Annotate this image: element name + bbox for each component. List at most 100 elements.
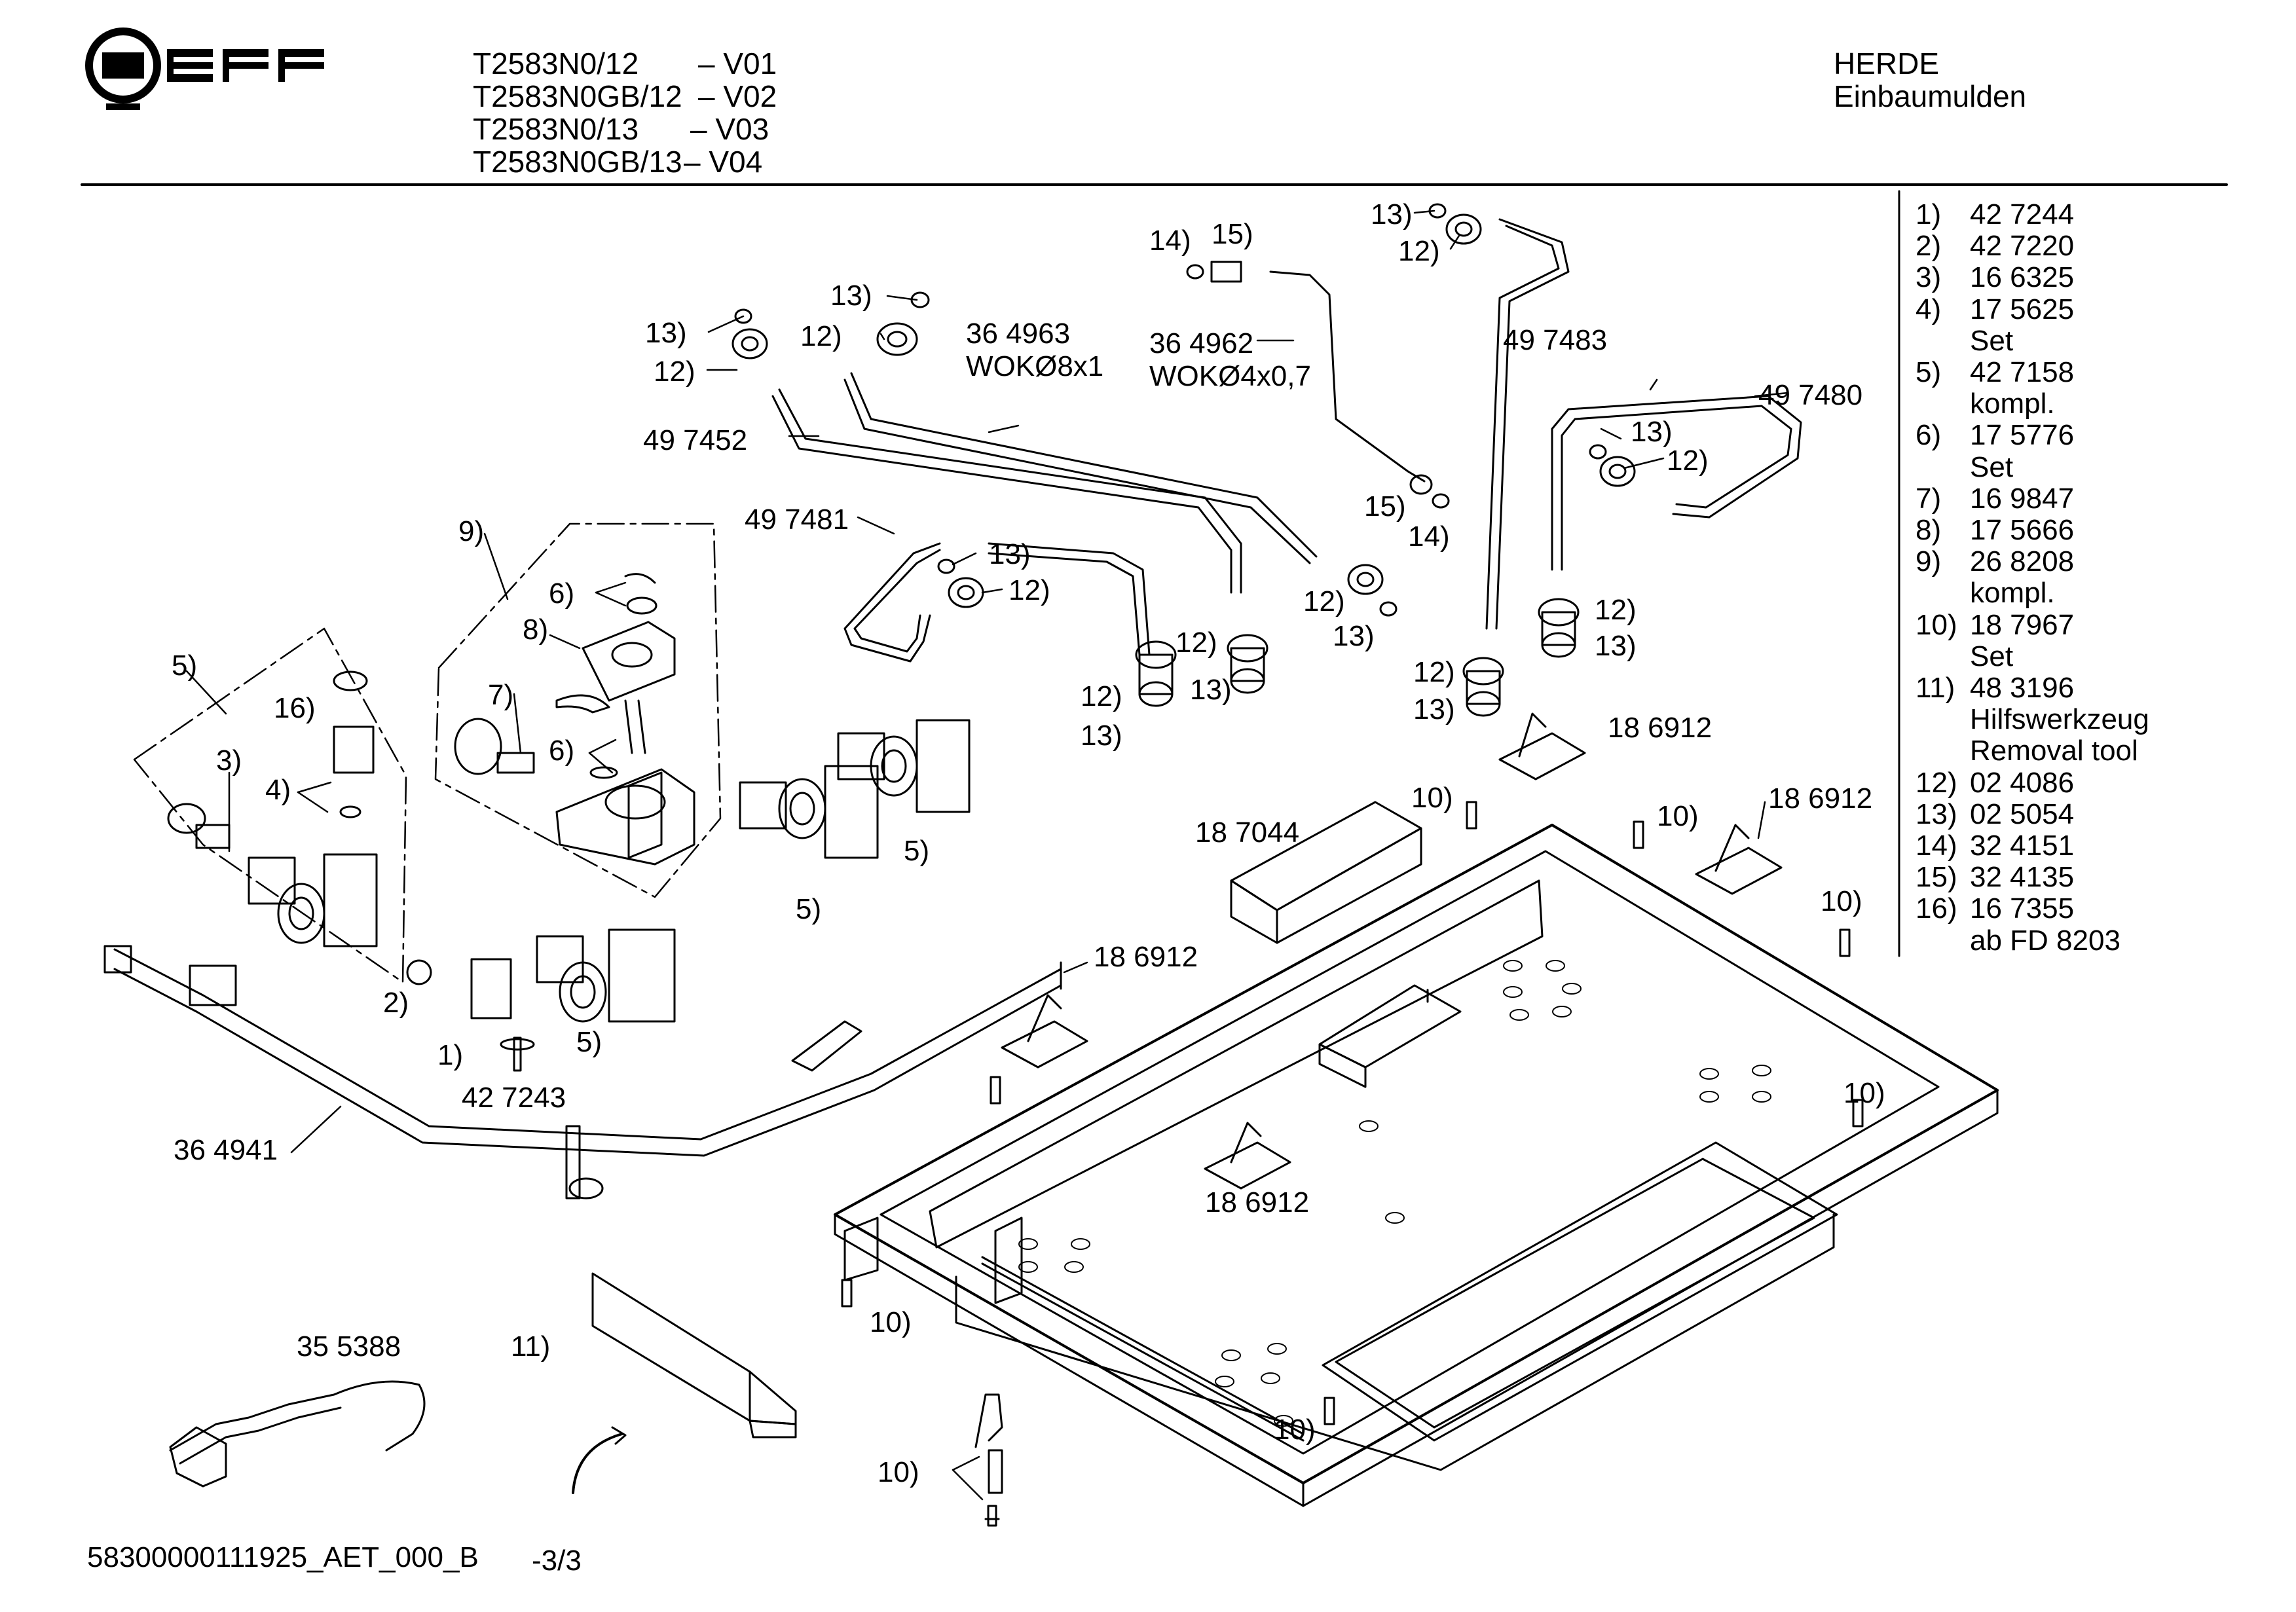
callout-12: 12) [1081, 680, 1122, 712]
part-364963: 36 4963 [966, 318, 1071, 350]
callout-5: 5) [172, 650, 198, 682]
part-497483: 49 7483 [1503, 324, 1608, 356]
bracket-186912 [1001, 712, 1783, 1190]
part-497480: 49 7480 [1758, 379, 1863, 411]
legend-part-number: Set [1970, 325, 2014, 357]
callout-13: 13) [830, 280, 872, 312]
part-186912: 18 6912 [1094, 941, 1198, 973]
removal-tool [572, 1272, 797, 1494]
callout-10: 10) [1821, 885, 1862, 917]
legend-item-number: 16) [1916, 892, 1957, 925]
legend-item-number: 13) [1916, 798, 1957, 830]
legend-item-number: 5) [1916, 356, 1942, 388]
callout-12: 12) [654, 356, 695, 388]
callout-12: 12) [800, 320, 842, 352]
legend-part-number: Removal tool [1970, 735, 2138, 767]
legend-item-number: 14) [1916, 830, 1957, 862]
callout-1: 1) [437, 1039, 464, 1071]
part-364962: 36 4962 [1149, 327, 1254, 359]
legend-part-number: 42 7158 [1970, 356, 2075, 388]
category-title: HERDE [1834, 46, 1940, 81]
callout-10: 10) [1411, 782, 1453, 814]
neff-logo [85, 27, 324, 110]
variant-line-4: – V04 [684, 145, 763, 179]
callout-13: 13) [1333, 620, 1375, 652]
callout-7: 7) [488, 679, 514, 711]
callout-10: 10) [1274, 1414, 1316, 1446]
callout-12: 12) [1176, 627, 1217, 659]
callout-14: 14) [1149, 225, 1191, 257]
callout-13: 13) [1190, 674, 1232, 706]
callout-12: 12) [1595, 594, 1637, 626]
legend-part-number: 32 4135 [1970, 861, 2075, 893]
variant-line-2: – V02 [698, 79, 777, 113]
part-364941: 36 4941 [174, 1134, 278, 1166]
legend-part-number: 16 9847 [1970, 483, 2075, 515]
gas-rail [103, 945, 1062, 1200]
legend-part-number: 17 5625 [1970, 293, 2075, 325]
callout-15: 15) [1212, 218, 1253, 250]
legend-part-number: 42 7244 [1970, 198, 2075, 230]
legend-part-number: 26 8208 [1970, 545, 2075, 577]
callout-10: 10) [878, 1456, 919, 1488]
label-wok-4x07: WOKØ4x0,7 [1149, 360, 1311, 392]
part-187044: 18 7044 [1195, 816, 1300, 849]
callout-12: 12) [1398, 235, 1440, 267]
legend-item-number: 15) [1916, 861, 1957, 893]
legend-part-number: 42 7220 [1970, 230, 2075, 262]
legend-part-number: kompl. [1970, 577, 2055, 609]
callout-8: 8) [523, 614, 549, 646]
part-355388: 35 5388 [297, 1330, 401, 1363]
callout-6: 6) [549, 735, 575, 767]
legend-part-number: 18 7967 [1970, 609, 2075, 641]
callout-13: 13) [1595, 630, 1637, 662]
governor-parts [454, 573, 695, 866]
legend-part-number: 17 5776 [1970, 419, 2075, 451]
callout-13: 13) [989, 538, 1031, 570]
nozzles-and-nuts [731, 203, 1636, 717]
callout-5: 5) [904, 835, 930, 867]
burner-valve-assembly [167, 670, 971, 1072]
legend-part-number: 16 6325 [1970, 261, 2075, 293]
legend-item-number: 7) [1916, 483, 1942, 515]
legend-part-number: 16 7355 [1970, 892, 2075, 925]
part-427243: 42 7243 [462, 1082, 566, 1114]
callout-6: 6) [549, 577, 575, 610]
legend-part-number: kompl. [1970, 388, 2055, 420]
legend-item-number: 10) [1916, 609, 1957, 641]
legend-item-number: 3) [1916, 261, 1942, 293]
assembly-outlines [133, 522, 722, 983]
callout-13: 13) [1631, 416, 1673, 448]
callout-15: 15) [1364, 490, 1406, 522]
gas-pipes [771, 218, 1802, 663]
legend-part-number: Set [1970, 640, 2014, 672]
label-wok-8x1: WOKØ8x1 [966, 350, 1104, 382]
page-number: -3/3 [532, 1545, 582, 1577]
legend-item-number: 6) [1916, 419, 1942, 451]
callout-11: 11) [511, 1330, 551, 1363]
callout-12: 12) [1667, 445, 1709, 477]
subcategory-title: Einbaumulden [1834, 79, 2027, 113]
callout-16: 16) [274, 692, 316, 724]
legend-part-number: Hilfswerkzeug [1970, 703, 2149, 735]
callout-14: 14) [1408, 521, 1450, 553]
callout-13: 13) [645, 317, 687, 349]
callout-13: 13) [1413, 693, 1455, 725]
callout-5: 5) [796, 893, 822, 925]
legend-item-number: 11) [1916, 672, 1955, 704]
variant-line-1: – V01 [698, 46, 777, 81]
legend-item-number: 4) [1916, 293, 1942, 325]
callout-13: 13) [1081, 720, 1122, 752]
callout-10: 10) [1657, 800, 1699, 832]
legend-part-number: ab FD 8203 [1970, 925, 2120, 957]
callout-10: 10) [870, 1306, 912, 1338]
callout-4: 4) [265, 774, 291, 806]
variant-line-3: – V03 [690, 112, 769, 146]
legend-item-number: 8) [1916, 514, 1942, 546]
callout-5: 5) [576, 1026, 602, 1058]
callout-12: 12) [1303, 585, 1345, 617]
part-497452: 49 7452 [643, 424, 748, 456]
part-186912: 18 6912 [1608, 712, 1713, 744]
model-line-3: T2583N0/13 [473, 112, 639, 146]
